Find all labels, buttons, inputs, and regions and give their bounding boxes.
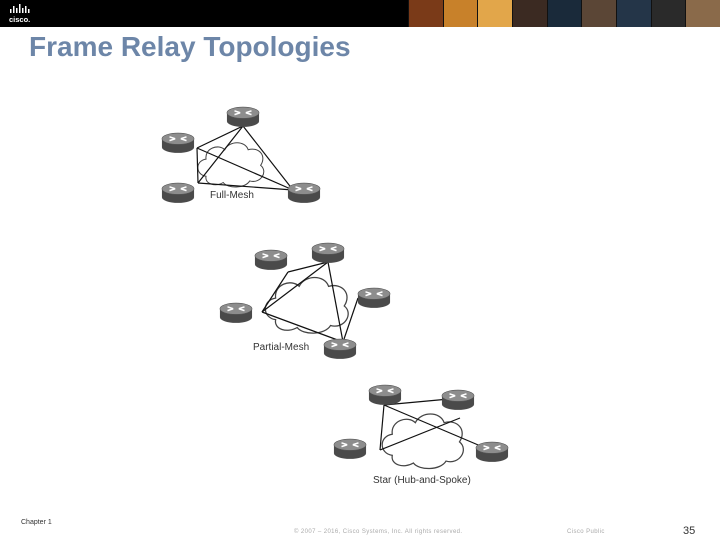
router-icon [357,287,391,308]
header-photo [581,0,617,27]
header-bar: cisco. [0,0,720,27]
header-photo [685,0,720,27]
star-diagram [333,384,509,470]
router-icon [287,182,321,203]
header-photo [442,0,478,27]
header-photo [477,0,513,27]
full-mesh-label: Full-Mesh [210,190,254,201]
partial-mesh-diagram [219,242,391,359]
classification-label: Cisco Public [567,529,605,535]
header-photo [546,0,582,27]
router-icon [254,249,288,270]
header-photo [408,0,443,27]
chapter-label: Chapter 1 [21,519,52,526]
router-icon [219,302,253,323]
router-icon [441,389,475,410]
router-icon [311,242,345,263]
router-icon [161,132,195,153]
full-mesh-diagram [161,106,321,203]
router-icon [226,106,260,127]
header-photo [650,0,686,27]
router-icon [475,441,509,462]
router-icon [161,182,195,203]
header-photo [512,0,547,27]
copyright-text: © 2007 – 2016, Cisco Systems, Inc. All r… [294,529,463,535]
router-icon [333,438,367,459]
star-label: Star (Hub-and-Spoke) [373,475,471,486]
logo-text: cisco. [9,15,30,24]
page-number: 35 [683,525,696,537]
cisco-logo-icon: cisco. [9,4,30,24]
header-photo [616,0,651,27]
router-icon [368,384,402,405]
slide-title: Frame Relay Topologies [29,31,351,62]
router-icon [323,338,357,359]
partial-mesh-label: Partial-Mesh [253,342,310,353]
header-photo-strip [408,0,720,27]
